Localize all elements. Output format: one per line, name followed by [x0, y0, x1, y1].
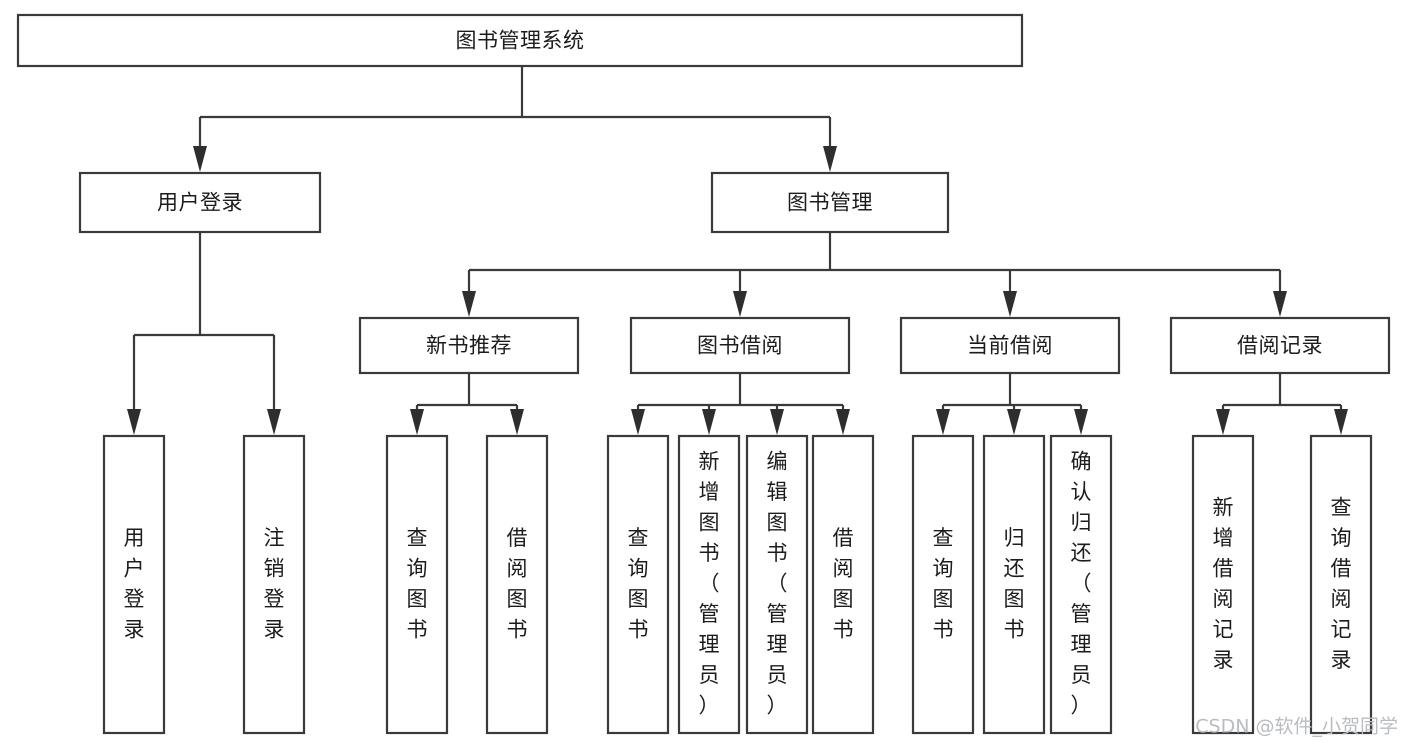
node-box [1049, 434, 1113, 735]
node-new-book-recommend[interactable]: 新书推荐 [358, 316, 580, 375]
node-box [102, 434, 166, 735]
node-book-manage[interactable]: 图书管理 [710, 171, 950, 234]
arrowhead-icon [1074, 409, 1088, 435]
node-label: 借阅记录 [1237, 334, 1323, 358]
node-label: 图书借阅 [697, 334, 783, 358]
node-leaf-cur-query-book[interactable]: 查询图书 [911, 434, 975, 735]
connector-group [936, 373, 1088, 435]
node-label: 新增借阅记录 [1213, 495, 1234, 672]
node-box [710, 171, 950, 234]
arrowhead-icon [462, 291, 476, 317]
node-box [677, 434, 741, 735]
node-book-borrow[interactable]: 图书借阅 [629, 316, 851, 375]
node-leaf-rec-query-book[interactable]: 查询图书 [385, 434, 449, 735]
node-leaf-borrow-borrow-book[interactable]: 借阅图书 [811, 434, 875, 735]
node-label: 当前借阅 [967, 334, 1053, 358]
node-current-borrow[interactable]: 当前借阅 [899, 316, 1121, 375]
node-leaf-rec-add-record[interactable]: 新增借阅记录 [1191, 434, 1255, 735]
node-label: 注销登录 [264, 526, 285, 642]
arrowhead-icon [936, 409, 950, 435]
node-label: 查询图书 [933, 526, 954, 642]
node-label: 编辑图书（管理员） [767, 450, 788, 718]
arrowhead-icon [702, 409, 716, 435]
arrowhead-icon [836, 409, 850, 435]
node-label: 借阅图书 [507, 526, 528, 642]
node-box [899, 316, 1121, 375]
watermark-layer: CSDN @软件_小贺同学 [1195, 716, 1398, 738]
node-box [385, 434, 449, 735]
node-box [16, 13, 1024, 68]
connector-group [1216, 373, 1348, 435]
connector-group [462, 232, 1287, 317]
node-label: 图书管理系统 [456, 29, 585, 53]
node-box [358, 316, 580, 375]
node-leaf-rec-borrow-book[interactable]: 借阅图书 [485, 434, 549, 735]
node-box [1191, 434, 1255, 735]
arrowhead-icon [410, 409, 424, 435]
node-box [629, 316, 851, 375]
node-leaf-borrow-edit-book[interactable]: 编辑图书（管理员） [745, 434, 809, 735]
arrowhead-icon [267, 409, 281, 435]
arrowhead-icon [631, 409, 645, 435]
node-user-login[interactable]: 用户登录 [78, 171, 322, 234]
node-label: 借阅图书 [833, 526, 854, 642]
arrowhead-icon [1216, 409, 1230, 435]
node-label: 归还图书 [1004, 526, 1025, 642]
arrowhead-icon [733, 291, 747, 317]
arrowhead-icon [193, 146, 207, 172]
node-leaf-cur-return-book[interactable]: 归还图书 [982, 434, 1046, 735]
connector-group [410, 373, 524, 435]
connector-group [127, 232, 281, 435]
node-label: 查询借阅记录 [1331, 495, 1352, 672]
node-box [1309, 434, 1373, 735]
connector-layer [127, 66, 1348, 435]
node-leaf-borrow-add-book[interactable]: 新增图书（管理员） [677, 434, 741, 735]
node-box [811, 434, 875, 735]
node-leaf-rec-query-record[interactable]: 查询借阅记录 [1309, 434, 1373, 735]
node-leaf-borrow-query-book[interactable]: 查询图书 [606, 434, 670, 735]
node-borrow-record[interactable]: 借阅记录 [1169, 316, 1391, 375]
arrowhead-icon [1334, 409, 1348, 435]
node-label: 新书推荐 [426, 334, 512, 358]
node-box [78, 171, 322, 234]
node-box [1169, 316, 1391, 375]
node-label: 新增图书（管理员） [699, 450, 720, 718]
node-leaf-user-login[interactable]: 用户登录 [102, 434, 166, 735]
node-label: 查询图书 [628, 526, 649, 642]
node-box [485, 434, 549, 735]
node-layer: 图书管理系统用户登录图书管理新书推荐图书借阅当前借阅借阅记录用户登录注销登录查询… [16, 13, 1391, 735]
arrowhead-icon [1007, 409, 1021, 435]
node-box [745, 434, 809, 735]
node-leaf-cur-confirm-return[interactable]: 确认归还（管理员） [1049, 434, 1113, 735]
connector-group [193, 66, 837, 172]
node-leaf-user-logout[interactable]: 注销登录 [242, 434, 306, 735]
node-label: 用户登录 [124, 526, 145, 642]
arrowhead-icon [823, 146, 837, 172]
arrowhead-icon [510, 409, 524, 435]
csdn-watermark: CSDN @软件_小贺同学 [1195, 716, 1398, 738]
node-root[interactable]: 图书管理系统 [16, 13, 1024, 68]
node-label: 用户登录 [157, 191, 243, 215]
arrowhead-icon [1003, 291, 1017, 317]
node-box [911, 434, 975, 735]
node-box [982, 434, 1046, 735]
arrowhead-icon [770, 409, 784, 435]
arrowhead-icon [127, 409, 141, 435]
node-box [606, 434, 670, 735]
node-box [242, 434, 306, 735]
arrowhead-icon [1273, 291, 1287, 317]
connector-group [631, 373, 850, 435]
node-label: 确认归还（管理员） [1071, 450, 1092, 718]
node-label: 图书管理 [787, 191, 873, 215]
node-label: 查询图书 [407, 526, 428, 642]
